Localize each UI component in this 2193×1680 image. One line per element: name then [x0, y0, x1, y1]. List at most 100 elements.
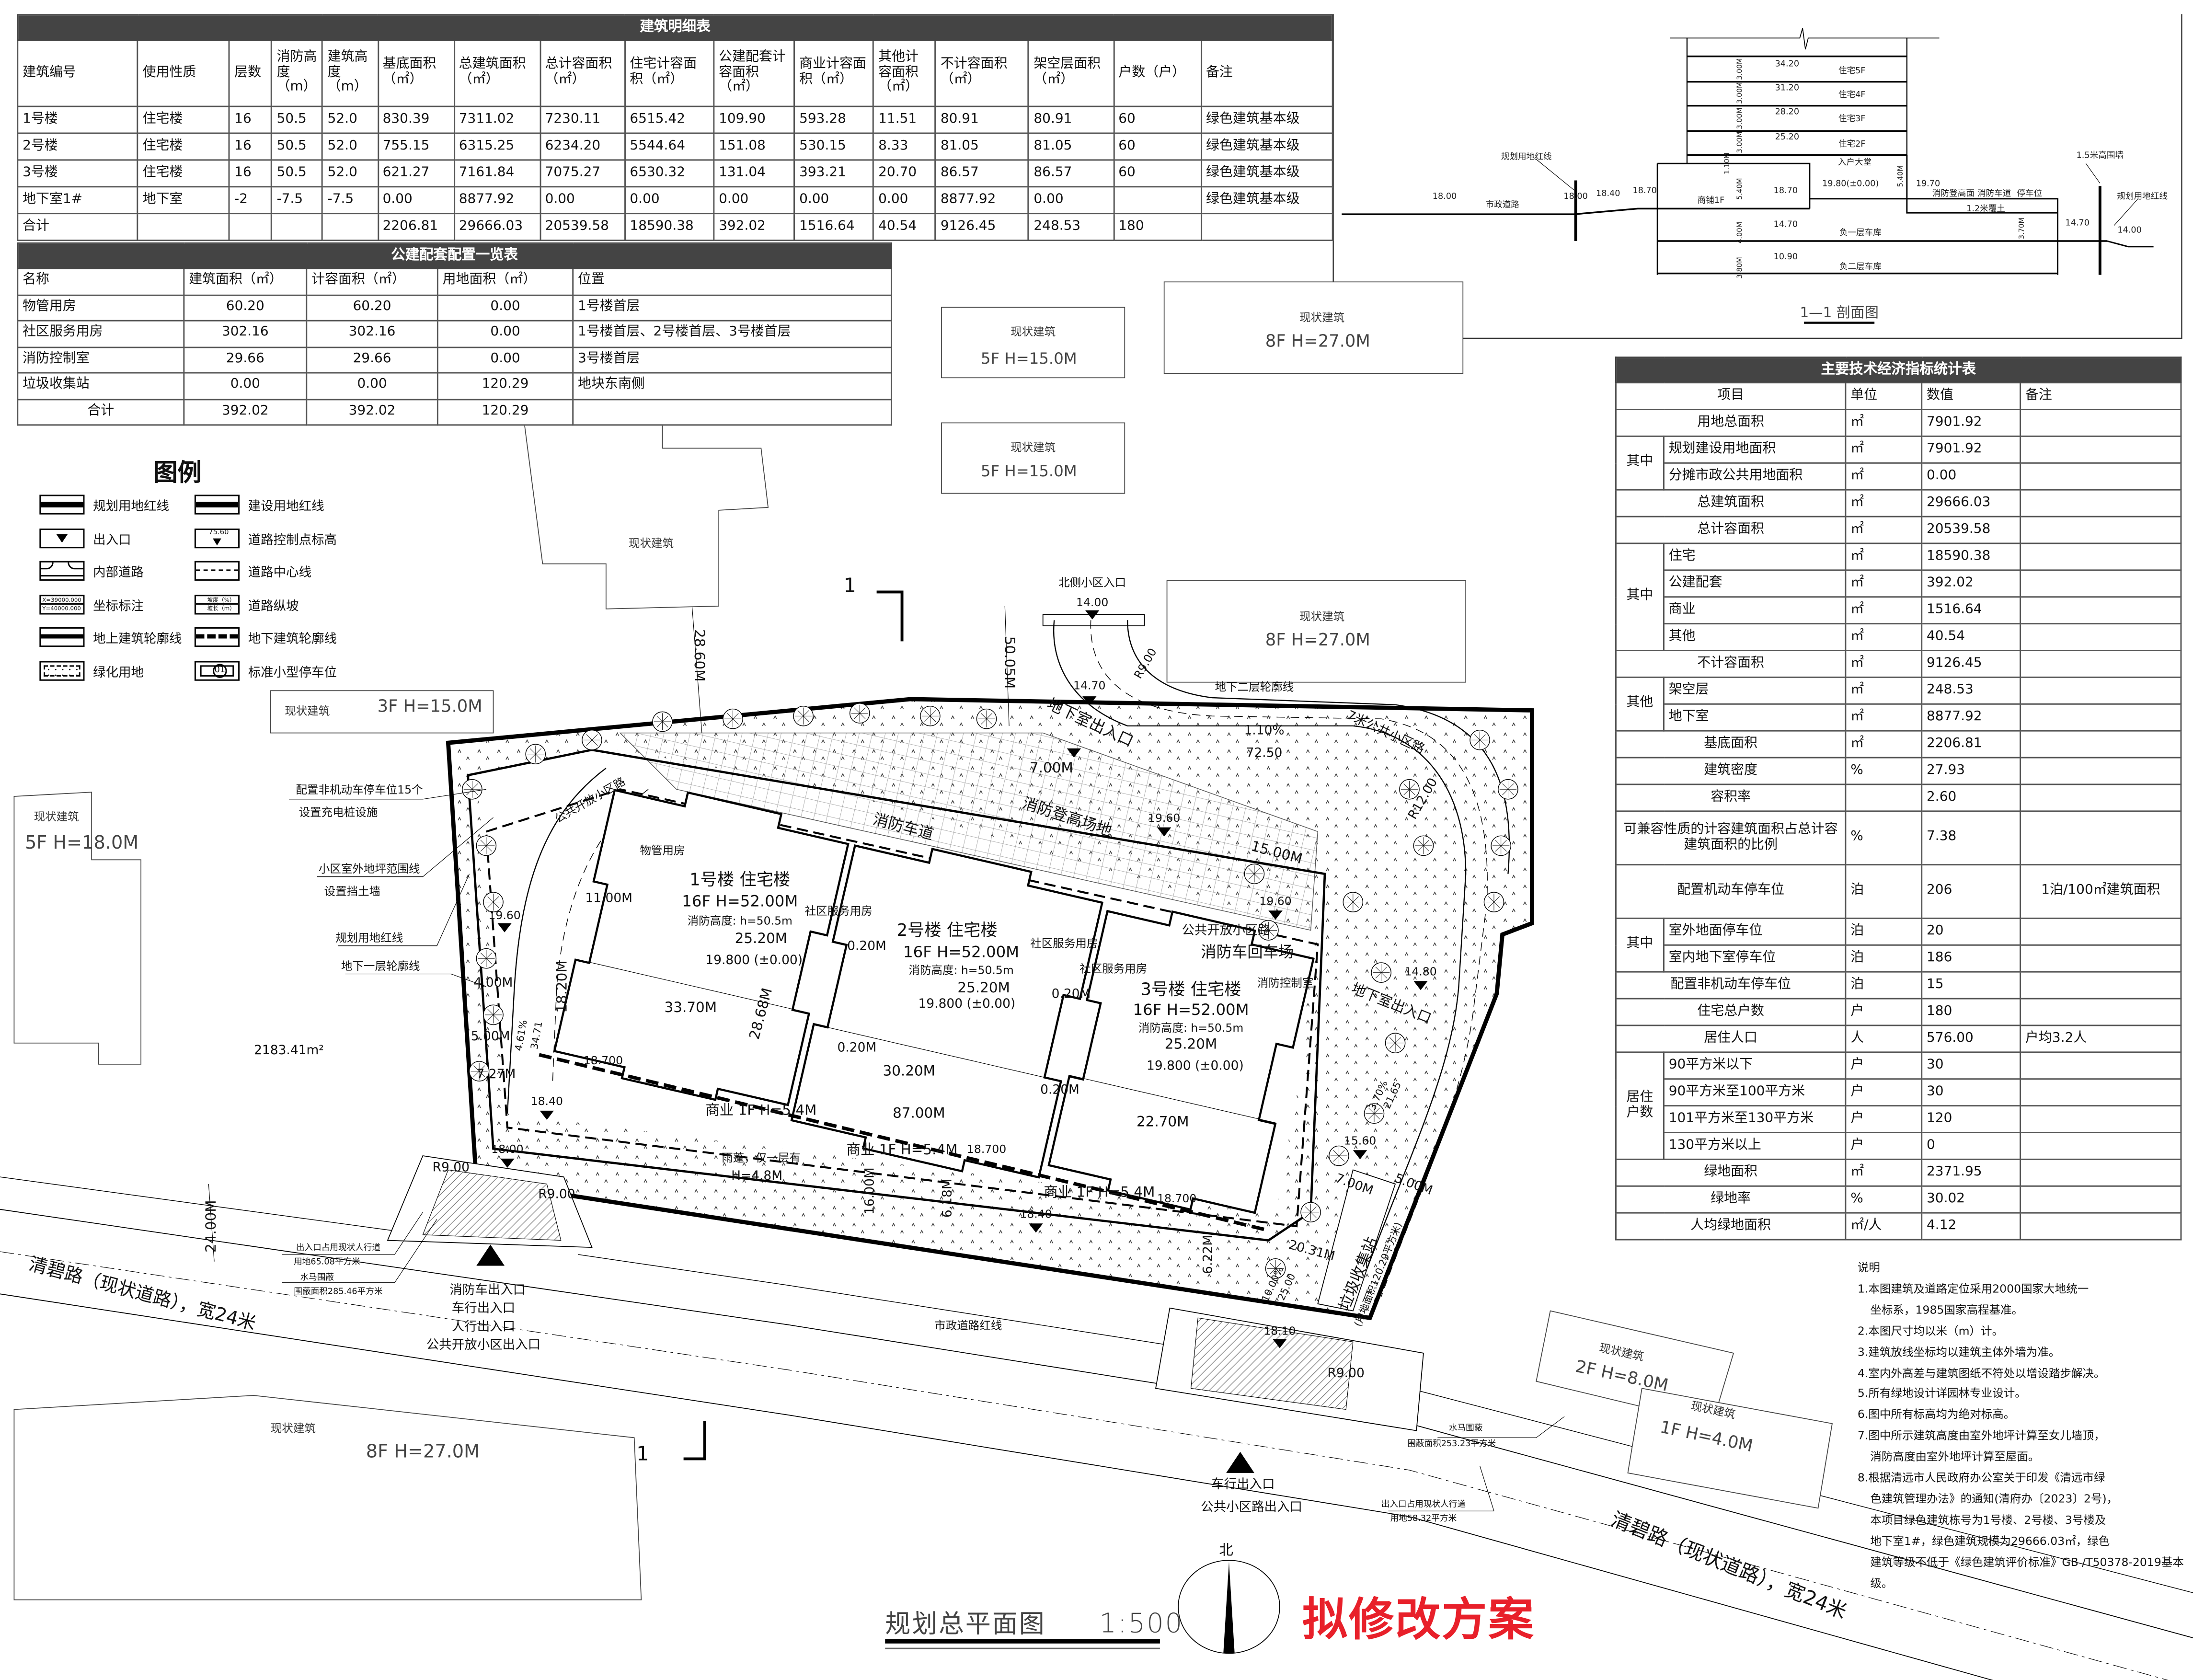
site-label: 社区服务用房 [1030, 937, 1098, 950]
section-dimension: 3.00M [1736, 131, 1744, 153]
tree-branch [1330, 1147, 1348, 1164]
road-edge [0, 1208, 2193, 1638]
existing-building-outline [1627, 1388, 1833, 1509]
note-cell: 户均3.2人 [2020, 1024, 2182, 1053]
site-label: 14.70 [1073, 679, 1105, 692]
site-label: 19.60 [1148, 811, 1180, 825]
site-label: 清碧路（现状道路），宽24米 [27, 1254, 258, 1335]
note-cell [2020, 596, 2182, 625]
table-header-row: 名称建筑面积（㎡）计容面积（㎡）用地面积（㎡）位置 [17, 267, 893, 296]
section-label: 18.40 [1596, 189, 1620, 198]
table-cell: 0.00 [1028, 186, 1114, 215]
elevation-marker-icon [540, 1110, 554, 1120]
note-cell: 1泊/100㎡建筑面积 [2020, 864, 2182, 919]
value-cell: 576.00 [1921, 1024, 2021, 1053]
row-label: 住宅总户数 [1615, 998, 1847, 1026]
column-header: 消防高度（m） [271, 39, 323, 107]
site-label: 消防车出入口 [449, 1282, 526, 1297]
unit-cell: ㎡ [1845, 703, 1923, 732]
note-line: 建筑等级不低于《绿色建筑评价标准》GB /T50378-2019基本级。 [1870, 1555, 2184, 1589]
site-label: 18.10 [1263, 1324, 1296, 1338]
value-cell: 20 [1921, 917, 2021, 946]
note-cell [2020, 703, 2182, 732]
table-cell: 8.33 [873, 132, 937, 161]
legend-label: 内部道路 [93, 566, 144, 581]
section-label: 负一层车库 [1839, 228, 1882, 238]
garbage-station [1317, 1169, 1396, 1312]
table-cell: 0.00 [436, 320, 574, 348]
site-label: 消防控制室 [1257, 976, 1314, 990]
existing-building-outline [941, 307, 1125, 379]
section-label: 14.70 [2066, 219, 2090, 228]
unit-cell: ㎡ [1845, 462, 1923, 491]
site-label: 规划用地红线 [335, 931, 403, 944]
unit-cell: ㎡ [1845, 1158, 1923, 1187]
elevation-marker-icon [1268, 910, 1283, 920]
section-marker [683, 1421, 706, 1461]
unit-cell: % [1845, 757, 1923, 785]
existing-building-outline [13, 1395, 642, 1600]
note-line: 7.图中所示建筑高度由室外地坪计算至女儿墙顶， [1857, 1429, 2105, 1442]
table-cell [229, 213, 273, 241]
column-header: 用地面积（㎡） [436, 267, 574, 296]
site-label: 用地65.08平方米 [294, 1257, 360, 1267]
table-cell: 29.66 [306, 346, 438, 374]
note-cell [2020, 944, 2182, 973]
legend-label: 道路控制点标高 [248, 533, 337, 548]
table-cell: 530.15 [793, 132, 874, 161]
legend-parking-number: 01 [213, 663, 227, 678]
row-label: 总计容面积 [1615, 516, 1847, 544]
tree-branch [978, 710, 995, 727]
site-label: R9.00 [1131, 646, 1160, 681]
table-cell: 131.04 [713, 159, 795, 188]
site-label: 配置非机动车停车位15个 [296, 783, 423, 796]
column-header: 不计容面积（㎡） [935, 39, 1030, 107]
table-cell: 29.66 [183, 346, 308, 374]
note-cell [2020, 623, 2182, 651]
table-title: 主要技术经济指标统计表 [1615, 357, 2182, 384]
site-label: 19.60 [488, 909, 520, 922]
value-cell: 29666.03 [1921, 489, 2021, 518]
existing-building-spec: 3F H=15.0M [378, 696, 482, 716]
note-line: 消防高度由室外地坪计算至屋面。 [1870, 1450, 2040, 1463]
value-cell: 27.93 [1921, 757, 2021, 785]
row-group-label: 其他 [1615, 676, 1665, 732]
tree-branch [484, 1006, 502, 1024]
table-cell: 81.05 [935, 132, 1030, 161]
section-marker [876, 590, 904, 642]
section-label: 34.20 [1775, 59, 1799, 69]
existing-building-spec: 5F H=18.0M [25, 832, 138, 853]
crosswalk [422, 1169, 562, 1241]
section-label: 18.70 [1774, 186, 1798, 196]
tree-branch [478, 837, 495, 854]
column-header: 使用性质 [137, 39, 230, 107]
site-label: 4.00M [474, 975, 513, 990]
notes-title: 说明 [1857, 1261, 1880, 1275]
table-cell: 消防控制室 [17, 346, 185, 374]
legend-label: 规划用地红线 [93, 500, 170, 515]
row-label: 地下室 [1663, 703, 1847, 732]
tower-wall [1686, 38, 1908, 164]
table-cell: 0.00 [436, 346, 574, 374]
existing-building-outline [941, 422, 1125, 494]
planning-redline [446, 697, 1534, 1321]
row-label: 配置非机动车停车位 [1615, 971, 1847, 1000]
legend-label: 坐标标注 [93, 599, 144, 614]
entrance-marker-icon [1226, 1451, 1254, 1473]
table-cell: 9126.45 [935, 213, 1030, 241]
row-group-label: 居住户数 [1615, 1051, 1665, 1160]
tree-branch [1366, 1105, 1383, 1122]
site-label: 14.00 [1076, 596, 1108, 609]
site-label: 1 [844, 574, 856, 597]
column-header: 建筑编号 [17, 39, 138, 107]
